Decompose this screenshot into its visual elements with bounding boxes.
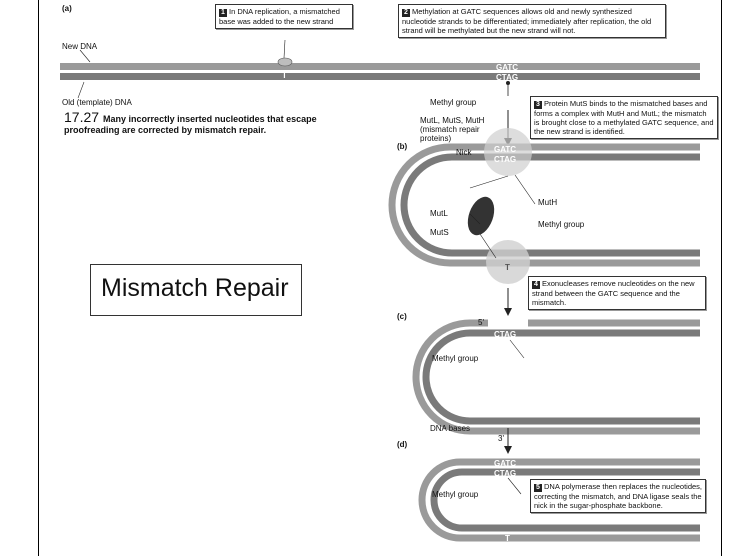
five-prime-label-c: 5' [478, 318, 484, 327]
mismatch-t-b: T [505, 263, 510, 272]
methyl-group-label-c: Methyl group [432, 354, 478, 363]
excised-gap [488, 319, 528, 327]
step-3-text: Protein MutS binds to the mismatched bas… [534, 99, 714, 136]
hairpin-c [416, 319, 700, 431]
mutl-protein [463, 193, 499, 239]
methyl-group-label-b: Methyl group [538, 220, 584, 229]
seq-gatc-b: GATC [494, 145, 516, 154]
figure-number: 17.27 [64, 109, 99, 125]
seq-ctag-a: CTAG [496, 73, 518, 82]
panel-a-label: (a) [62, 4, 72, 13]
methyl-leader-d [508, 478, 521, 494]
muts-label: MutS [430, 228, 449, 237]
panel-b-label: (b) [397, 142, 407, 151]
step-2-number: 2 [402, 9, 410, 17]
step-4-text: Exonucleases remove nucleotides on the n… [532, 279, 695, 307]
muth-label: MutH [538, 198, 557, 207]
methyl-leader-c [510, 340, 524, 358]
new-dna-pointer [80, 50, 90, 62]
mismatch-bulge [278, 58, 292, 66]
mutl-label: MutL [430, 209, 448, 218]
step-1-number: 1 [219, 9, 227, 17]
step-3-number: 3 [534, 101, 542, 109]
arrow-head-b-c [504, 308, 512, 316]
mismatch-base-t: T [282, 71, 287, 80]
three-prime-label-c: 3' [498, 434, 504, 443]
methyl-group-label-a: Methyl group [430, 98, 476, 107]
slide-title: Mismatch Repair [101, 274, 289, 303]
figure-caption-text: Many incorrectly inserted nucleotides th… [64, 114, 317, 135]
repaired-base-t: T [505, 534, 510, 543]
old-dna-label: Old (template) DNA [62, 98, 132, 107]
step-1-text: In DNA replication, a mismatched base wa… [219, 7, 340, 26]
seq-ctag-c: CTAG [494, 330, 516, 339]
arrow-head-c-d [504, 446, 512, 454]
panel-d-label: (d) [397, 440, 407, 449]
methyl-leader-b [470, 176, 508, 188]
mut-proteins-label: MutL, MutS, MutH (mismatch repair protei… [420, 116, 500, 143]
seq-gatc-a: GATC [496, 63, 518, 72]
step-5-number: 5 [534, 484, 542, 492]
slide-title-box: Mismatch Repair [90, 264, 302, 316]
step1-pointer [284, 40, 285, 58]
seq-gatc-d: GATC [494, 459, 516, 468]
old-dna-strand [60, 73, 700, 80]
step-4-number: 4 [532, 281, 540, 289]
methyl-group-label-d: Methyl group [432, 490, 478, 499]
old-dna-pointer [78, 82, 84, 98]
methyl-dot-a [506, 81, 510, 85]
dna-bases-label: DNA bases [430, 424, 470, 433]
step-2-text: Methylation at GATC sequences allows old… [402, 7, 651, 35]
new-dna-label: New DNA [62, 42, 97, 51]
muts-halo [486, 240, 530, 284]
seq-ctag-b: CTAG [494, 155, 516, 164]
muth-leader [515, 175, 535, 204]
new-dna-strand [60, 63, 700, 70]
step-5-text: DNA polymerase then replaces the nucleot… [534, 482, 702, 510]
seq-ctag-d: CTAG [494, 469, 516, 478]
nick-label: Nick [456, 148, 472, 157]
panel-c-label: (c) [397, 312, 407, 321]
